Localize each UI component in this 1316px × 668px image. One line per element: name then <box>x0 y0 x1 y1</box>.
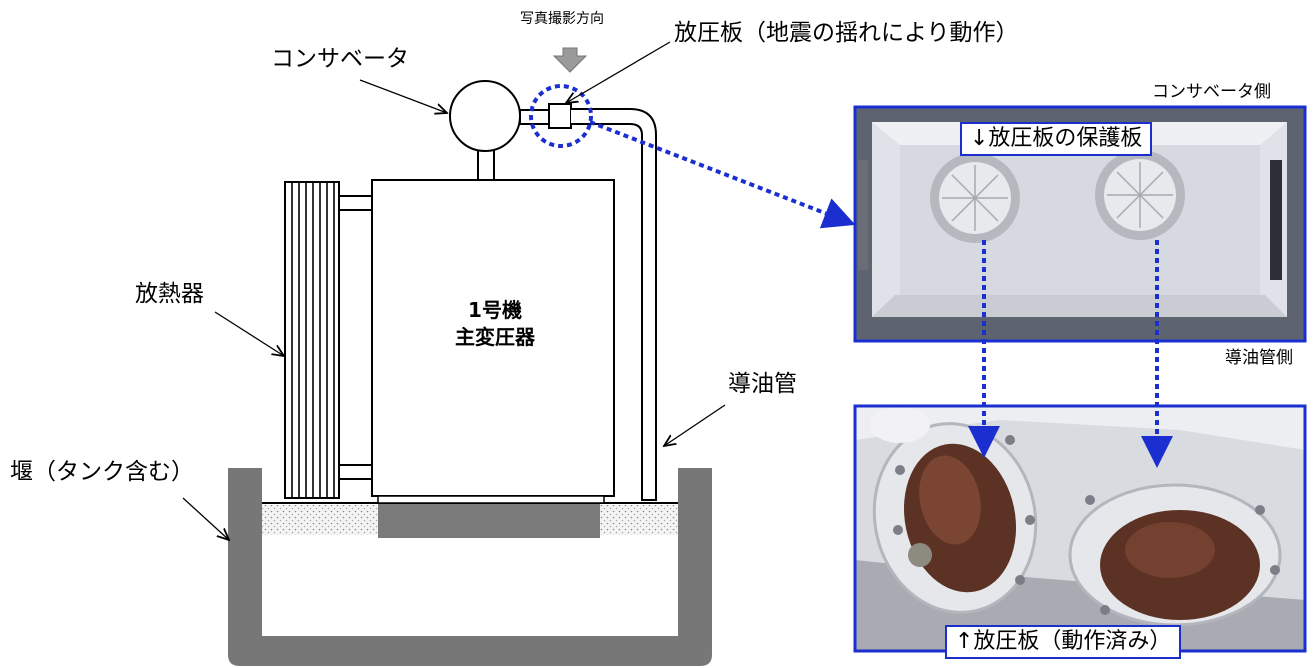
radiator <box>284 181 340 499</box>
transformer-label-line1: 1号機 <box>468 298 522 322</box>
conservator-label: コンサベータ <box>271 46 409 72</box>
photo-direction-arrow <box>552 47 588 73</box>
oil-pipe-side-label: 導油管側 <box>1225 348 1293 368</box>
gravel-right <box>600 505 678 535</box>
pressure-plate-box <box>548 103 572 129</box>
dike <box>228 468 712 666</box>
transformer-label-line2: 主変圧器 <box>455 325 535 349</box>
highlight-circle <box>529 84 593 148</box>
photo1-caption: ↓放圧板の保護板 <box>960 122 1153 157</box>
dike-label: 堰（タンク含む） <box>10 459 194 485</box>
foundation <box>378 503 600 538</box>
pressure-plate-label: 放圧板（地震の揺れにより動作） <box>674 20 1019 46</box>
conservator <box>449 80 521 152</box>
photo-direction-label: 写真撮影方向 <box>520 11 604 27</box>
conservator-side-label: コンサベータ側 <box>1152 82 1271 102</box>
oil-pipe-label: 導油管 <box>728 371 797 397</box>
gravel-left <box>262 505 378 535</box>
radiator-label: 放熱器 <box>135 281 204 307</box>
photo-operated-plate <box>855 406 1305 651</box>
photo2-caption: ↑放圧板（動作済み） <box>945 625 1182 660</box>
oil-pipe <box>571 108 657 501</box>
